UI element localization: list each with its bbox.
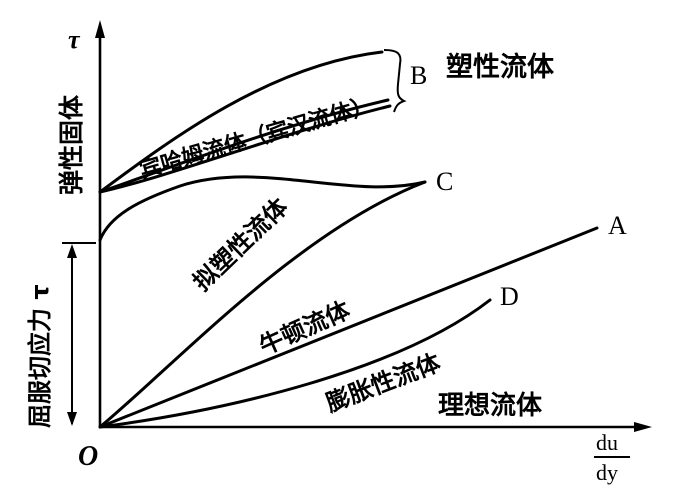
- axes: [95, 20, 652, 432]
- x-axis-numerator: du: [596, 430, 618, 455]
- curve-b-letter: B: [410, 61, 427, 90]
- curve-b-group: [98, 49, 407, 194]
- curve-c: [98, 175, 427, 242]
- yield-bracket-arrow-up: [67, 244, 77, 258]
- curve-d-letter: D: [500, 282, 519, 311]
- curve-c-letter: C: [436, 167, 453, 196]
- curve-c-from-origin: [98, 180, 427, 429]
- yield-bracket-arrow-down: [67, 412, 77, 426]
- yield-shear-stress-label: 屈服切应力 τ: [26, 284, 54, 428]
- curve-b-bracket: [383, 49, 407, 113]
- origin-label: O: [78, 441, 98, 472]
- curve-a: [98, 226, 599, 429]
- curve-b-upper: [98, 50, 384, 194]
- curve-b-lower-1: [98, 98, 390, 194]
- plastic-fluid-label: 塑性流体: [446, 52, 555, 83]
- x-axis-arrow: [634, 422, 652, 432]
- curve-d: [98, 298, 492, 429]
- curve-b-lower-2: [98, 104, 392, 194]
- y-axis-arrow: [95, 20, 105, 38]
- ideal-fluid-label: 理想流体: [438, 391, 543, 421]
- curve-c-name: 拟塑性流体: [188, 192, 294, 296]
- curve-a-letter: A: [608, 211, 627, 240]
- yield-stress-bracket: [62, 242, 96, 426]
- y-axis-symbol: τ: [68, 25, 81, 54]
- curve-a-name: 牛顿流体: [255, 295, 355, 360]
- curve-b-name: 宾哈姆流体（宾汉流体）: [136, 92, 376, 184]
- x-axis-denominator: dy: [596, 460, 618, 485]
- elastic-solid-label: 弹性固体: [57, 94, 86, 195]
